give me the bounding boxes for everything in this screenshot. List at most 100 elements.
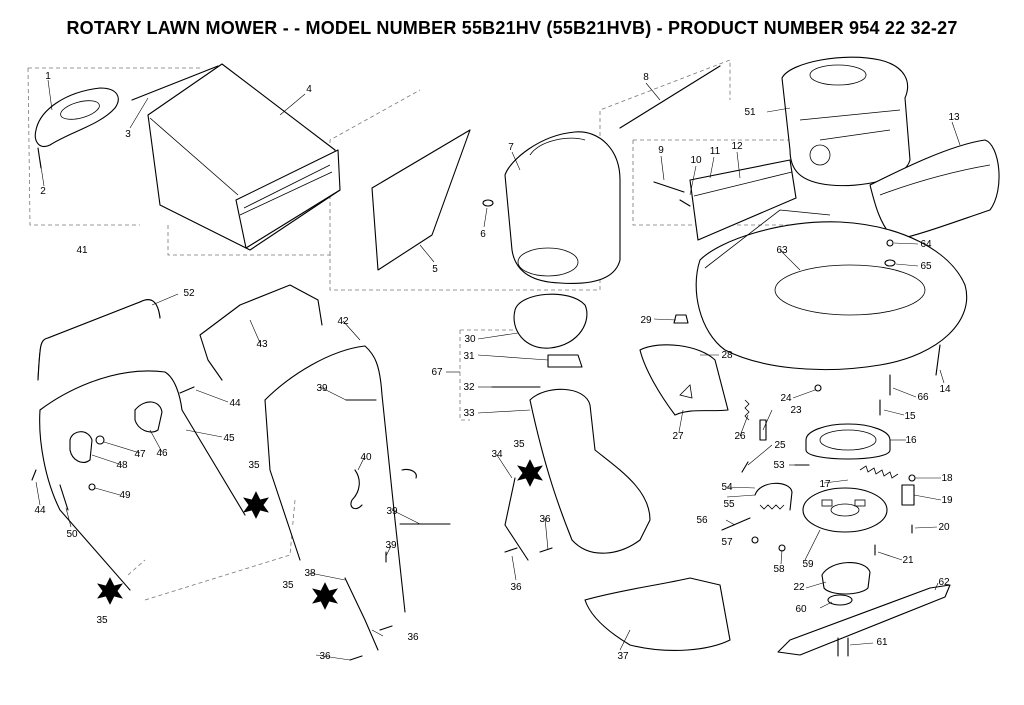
part-4-grass-bag (147, 63, 341, 251)
part-40-cable-clip (350, 468, 417, 510)
part-61-blade-bolts (837, 637, 849, 657)
part-1-handle-cover (34, 87, 119, 148)
part-10-nut (679, 199, 691, 207)
callout-7: 7 (508, 142, 514, 153)
callout-52: 52 (183, 288, 195, 299)
callout-18: 18 (941, 473, 953, 484)
callout-23: 23 (790, 405, 802, 416)
callout-17: 17 (819, 479, 831, 490)
callout-31: 31 (463, 351, 475, 362)
part-59-plate (802, 487, 888, 533)
part-35-star-knob-b (243, 491, 269, 519)
callout-39-b: 39 (386, 506, 398, 517)
part-54-bracket (754, 482, 793, 511)
callout-48: 48 (116, 460, 128, 471)
callout-1: 1 (45, 71, 51, 82)
part-34-bracket (504, 477, 529, 561)
part-5-bag-frame (371, 129, 471, 271)
part-38-bracket (344, 577, 379, 651)
callout-20: 20 (938, 522, 950, 533)
callout-61: 61 (876, 637, 888, 648)
part-62-blade (777, 584, 951, 656)
part-57-nut (751, 536, 759, 544)
callout-36-b: 36 (539, 514, 551, 525)
callout-64: 64 (920, 239, 932, 250)
callout-32: 32 (463, 382, 475, 393)
part-7-rear-flap (504, 131, 621, 284)
part-52-handle-upper (37, 299, 161, 381)
callout-50: 50 (66, 529, 78, 540)
part-27-28-mulch-plug (639, 344, 729, 416)
part-36-bolt-a (504, 547, 518, 553)
callout-66: 66 (917, 392, 929, 403)
part-17-spring (859, 465, 899, 479)
callout-54: 54 (721, 482, 733, 493)
callout-26: 26 (734, 431, 746, 442)
part-49-washer (88, 483, 96, 491)
callout-8: 8 (643, 72, 649, 83)
callout-43: 43 (256, 339, 268, 350)
part-44-bolt-left (31, 469, 37, 481)
part-35-star-knob-c (312, 582, 338, 610)
part-9-bolt (653, 181, 685, 193)
callout-22: 22 (793, 582, 805, 593)
callout-39-c: 39 (385, 540, 397, 551)
callout-58: 58 (773, 564, 785, 575)
part-16-adapter-ring (805, 423, 891, 460)
part-63-deck (695, 209, 968, 371)
part-56-rod (721, 517, 751, 531)
part-8-long-rod (619, 65, 721, 129)
callout-39: 39 (316, 383, 328, 394)
part-55-spring (759, 504, 785, 510)
callout-29: 29 (640, 315, 652, 326)
callout-28: 28 (721, 350, 733, 361)
callout-3: 3 (125, 129, 131, 140)
part-26-spring (744, 399, 750, 421)
part-handle-left-leg (39, 409, 131, 591)
callout-27: 27 (672, 431, 684, 442)
callout-59: 59 (802, 559, 814, 570)
callout-6: 6 (480, 229, 486, 240)
part-48-control (69, 431, 93, 463)
part-33-chute-tube (529, 388, 651, 554)
part-31-latch (547, 354, 583, 368)
callout-56: 56 (696, 515, 708, 526)
part-44-bolt-right (179, 386, 195, 394)
part-37-flap (584, 577, 731, 651)
callout-38: 38 (304, 568, 316, 579)
callout-37: 37 (617, 651, 629, 662)
grouping-outlines (27, 59, 801, 601)
callout-35-b: 35 (248, 460, 260, 471)
callout-9: 9 (658, 145, 664, 156)
callout-53: 53 (773, 460, 785, 471)
part-60-washer (827, 594, 853, 606)
callout-25: 25 (774, 440, 786, 451)
callout-47: 47 (134, 449, 146, 460)
part-46-cable-holder (134, 401, 163, 433)
part-29-knob (673, 314, 689, 324)
part-51-engine (781, 56, 911, 187)
part-35-star-knob-d (517, 459, 543, 487)
callout-21: 21 (902, 555, 914, 566)
callout-45: 45 (223, 433, 235, 444)
callout-4: 4 (306, 84, 312, 95)
callout-62: 62 (938, 577, 950, 588)
callout-30: 30 (464, 334, 476, 345)
part-64-nut (886, 239, 894, 247)
part-35-star-knob-a (97, 577, 123, 605)
callout-36: 36 (510, 582, 522, 593)
part-50-clip (59, 484, 69, 511)
part-42-handle-right-leg (264, 399, 301, 561)
part-25-screw (741, 461, 749, 473)
callout-13: 13 (948, 112, 960, 123)
part-3-rod (131, 65, 219, 101)
callout-12: 12 (731, 141, 743, 152)
callout-51: 51 (744, 107, 756, 118)
callout-60: 60 (795, 604, 807, 615)
callout-36-c: 36 (407, 632, 419, 643)
part-24-nut (814, 384, 822, 392)
callout-16: 16 (905, 435, 917, 446)
callout-15: 15 (904, 411, 916, 422)
callout-35-d: 35 (513, 439, 525, 450)
